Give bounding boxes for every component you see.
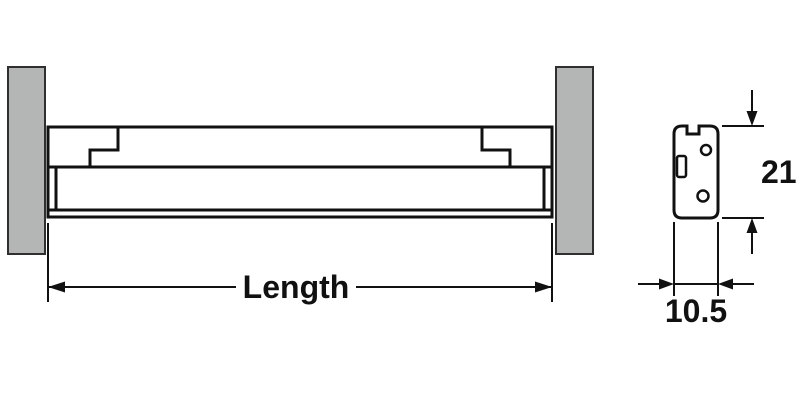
width-arrow-right xyxy=(718,278,733,290)
left-wall-panel xyxy=(7,66,46,255)
length-arrow-left xyxy=(48,281,65,293)
right-end-bracket xyxy=(480,125,554,169)
profile-slot xyxy=(675,154,688,179)
left-end-bracket xyxy=(46,125,120,169)
length-arrow-right xyxy=(535,281,552,293)
length-dimension xyxy=(47,223,553,302)
length-label: Length xyxy=(243,269,350,305)
profile-hole-top xyxy=(699,143,713,157)
profile-hole-bottom xyxy=(696,189,710,203)
width-arrow-left xyxy=(659,278,674,290)
width-dimension xyxy=(638,222,754,296)
height-arrow-top xyxy=(746,111,758,126)
height-arrow-bottom xyxy=(746,218,758,233)
rail-front-view xyxy=(46,125,554,219)
height-label: 21 xyxy=(761,154,797,190)
right-wall-panel xyxy=(555,66,594,255)
width-label: 10.5 xyxy=(665,293,727,329)
height-dimension xyxy=(722,90,764,254)
rail-cross-section xyxy=(672,124,720,220)
